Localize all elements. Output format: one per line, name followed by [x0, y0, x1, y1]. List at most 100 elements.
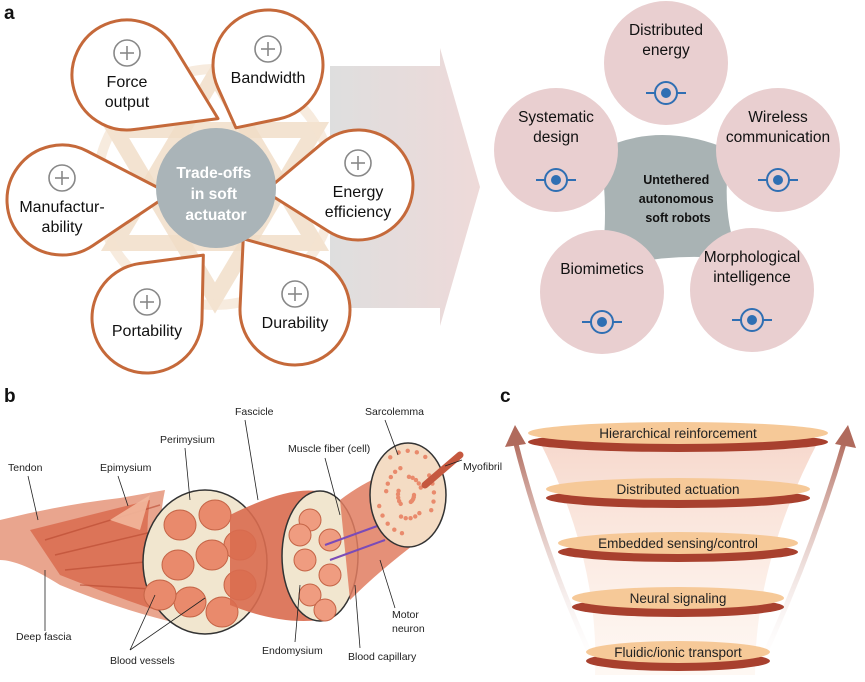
feature-label: Wireless [748, 109, 808, 126]
label-muscle-fiber: Muscle fiber (cell) [288, 443, 370, 455]
petal-shape [90, 253, 205, 375]
fiber-cross-section [369, 442, 447, 548]
shield-hammer-icon [281, 280, 309, 308]
label-sarcolemma: Sarcolemma [365, 406, 424, 418]
epimysium-flap [110, 495, 150, 530]
hierarchy-layer-4: Fluidic/ionic transport [586, 641, 770, 671]
petal-shape [5, 143, 172, 257]
portable-device-icon [133, 288, 161, 316]
tradeoff-petal-0: Force output [70, 18, 220, 132]
feature-label: energy [642, 42, 690, 59]
feature-label: Biomimetics [560, 261, 644, 278]
muscle-belly [30, 500, 170, 615]
coiled-tentacle-icon [732, 308, 772, 332]
panel-label-b: b [4, 386, 16, 407]
robot-feature-3: Biomimetics [540, 230, 664, 354]
robot-arm-computer-icon [48, 164, 76, 192]
label-epimysium: Epimysium [100, 462, 152, 474]
feature-label: intelligence [713, 269, 791, 286]
petal-label: Energy [333, 184, 384, 201]
feature-label: Distributed [629, 22, 703, 39]
panel-label-c: c [500, 386, 511, 407]
feature-circle [716, 88, 840, 212]
robot-feature-4: Systematic design [494, 88, 618, 212]
layer-label: Fluidic/ionic transport [614, 645, 742, 660]
robot-feature-1: Wireless communication [716, 88, 840, 212]
right-arrowhead [835, 425, 856, 448]
leaf-molecule-icon [582, 310, 622, 334]
label-fascicle: Fascicle [235, 406, 274, 418]
hierarchy-layer-3: Neural signaling [572, 587, 784, 617]
petal-label: Bandwidth [231, 70, 306, 87]
feature-circle [540, 230, 664, 354]
tradeoff-petal-3: Durability [238, 237, 352, 367]
speedometer-icon [254, 35, 282, 63]
layer-top [528, 422, 828, 444]
robots-center-label: Untethered autonomous soft robots [639, 173, 717, 225]
layer-top [572, 587, 784, 609]
feature-label: communication [726, 129, 830, 146]
panel-label-a: a [4, 3, 15, 24]
petal-label: Durability [262, 315, 329, 332]
energy-recycle-icon [344, 149, 372, 177]
label-myofibril: Myofibril [463, 461, 502, 473]
petal-shape [238, 237, 352, 367]
myofibril-dots [377, 448, 437, 536]
petal-shape [263, 128, 415, 242]
energy-network-icon [646, 81, 686, 105]
petal-shape [211, 8, 325, 130]
tradeoff-petal-4: Portability [90, 253, 205, 375]
feature-label: Morphological [704, 249, 801, 266]
tradeoff-petal-1: Bandwidth [211, 8, 325, 130]
layer-top [558, 532, 798, 554]
myofibril-strand [421, 451, 464, 489]
layer-label: Hierarchical reinforcement [599, 426, 757, 441]
hierarchy-layer-1: Distributed actuation [546, 478, 810, 508]
tradeoffs-center-label: Trade-offs in soft actuator [176, 165, 255, 224]
feature-circle [690, 228, 814, 352]
robot-feature-2: Morphological intelligence [690, 228, 814, 352]
label-tendon: Tendon [8, 462, 43, 474]
layer-label: Embedded sensing/control [598, 536, 758, 551]
petal-label: output [105, 94, 150, 111]
label-deep-fascia: Deep fascia [16, 631, 72, 643]
muscle-anatomy-illustration: Tendon Epimysium Perimysium Fascicle Mus… [0, 406, 502, 667]
motor-neuron-path [324, 524, 386, 561]
left-curved-arrow [512, 439, 603, 677]
label-endomysium: Endomysium [262, 645, 323, 657]
left-arrowhead [505, 425, 526, 447]
hierarchy-layer-0: Hierarchical reinforcement [528, 422, 828, 452]
layer-label: Distributed actuation [616, 482, 739, 497]
petal-label: Manufactur- [19, 199, 104, 216]
robot-feature-0: Distributed energy [604, 1, 728, 125]
layer-top [586, 641, 770, 663]
tradeoff-petal-5: Manufactur-ability [5, 143, 172, 257]
layer-label: Neural signaling [630, 591, 727, 606]
force-compression-icon [113, 39, 141, 67]
feature-circle [494, 88, 618, 212]
petal-shape [70, 18, 220, 132]
right-curved-arrow [752, 439, 848, 677]
feature-label: design [533, 129, 579, 146]
petal-label: Force [107, 74, 148, 91]
label-motor-neuron: Motor neuron [392, 609, 425, 635]
feature-label: Systematic [518, 109, 594, 126]
tradeoffs-center-disk [156, 128, 276, 248]
tradeoff-petal-2: Energy efficiency [263, 128, 415, 242]
brain-gears-icon [536, 168, 576, 192]
label-perimysium: Perimysium [160, 434, 215, 446]
label-blood-capillary: Blood capillary [348, 651, 417, 663]
petal-label: ability [42, 219, 83, 236]
feature-circle [604, 1, 728, 125]
layer-top [546, 478, 810, 500]
hierarchy-layer-2: Embedded sensing/control [558, 532, 798, 562]
label-blood-vessels: Blood vessels [110, 655, 175, 667]
petal-label: efficiency [325, 204, 391, 221]
wireless-antenna-icon [758, 168, 798, 192]
robots-center-star [600, 135, 740, 272]
petal-label: Portability [112, 323, 182, 340]
